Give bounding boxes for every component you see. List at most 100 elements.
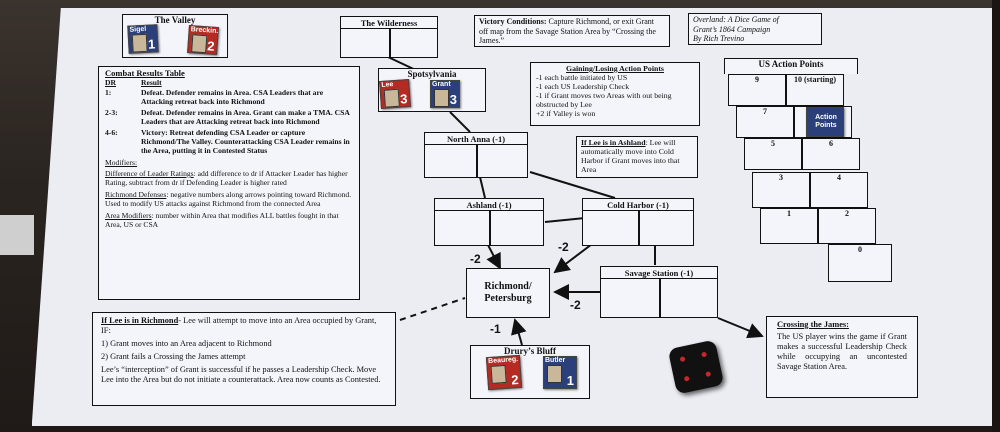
counter-name: Grant — [432, 81, 451, 88]
crossing-text: The US player wins the game if Grant mak… — [777, 332, 907, 371]
area-name: Richmond/ Petersburg — [484, 281, 532, 304]
action-points-marker[interactable]: Action Points — [806, 107, 844, 137]
ap-space-4[interactable]: 4 — [810, 172, 868, 208]
victory-text: Capture Richmond, or exit Grant off map … — [479, 17, 656, 46]
game-author: By Rich Trevino — [693, 34, 745, 44]
table-edge — [992, 0, 1000, 432]
modifier-text: : number within Area that modifies ALL b… — [105, 211, 339, 229]
modifier-text: : negative numbers along arrows pointing… — [105, 190, 352, 208]
modifier-richmond-defenses: Richmond Defenses: negative numbers alon… — [105, 190, 353, 208]
die-pip — [701, 351, 708, 358]
leader-portrait-icon — [191, 34, 208, 54]
defense-savage-station-label: -2 — [570, 298, 581, 312]
crt-row-dr: 4-6: — [105, 128, 118, 137]
game-title-line1: Overland: A Dice Game of — [693, 15, 779, 24]
crt-row: 2-3: Defeat. Defender remains in Area. G… — [105, 108, 353, 126]
modifiers-title: Modifiers: — [105, 158, 138, 167]
game-title-box: Overland: A Dice Game of Grant’s 1864 Ca… — [688, 13, 822, 45]
counter-rating: 2 — [510, 372, 520, 388]
counter-butler[interactable]: Butler 1 — [543, 356, 577, 389]
defense-drurys-bluff-label: -1 — [490, 322, 501, 336]
area-ashland[interactable]: Ashland (-1) — [434, 198, 544, 246]
counter-rating: 2 — [206, 38, 216, 54]
crt-row: 1: Defeat. Defender remains in Area. CSA… — [105, 88, 353, 106]
six-sided-die[interactable] — [667, 339, 725, 395]
area-name: The Wilderness — [340, 16, 438, 29]
ap-rule-item: -1 each US Leadership Check — [536, 82, 630, 91]
crt-dr-header: DR — [105, 78, 116, 87]
area-the-wilderness[interactable]: The Wilderness — [340, 16, 438, 58]
lee-richmond-intro: If Lee is in Richmond- Lee will attempt … — [101, 316, 387, 336]
crossing-the-james: Crossing the James: The US player wins t… — [766, 316, 918, 398]
ap-space-value: 2 — [845, 209, 849, 218]
ap-space-value: 0 — [858, 245, 862, 254]
ap-space-value: 7 — [763, 107, 767, 116]
ap-space-value: 6 — [829, 139, 833, 148]
ap-rule-item: +2 if Valley is won — [536, 109, 596, 118]
victory-conditions: Victory Conditions: Capture Richmond, or… — [474, 15, 670, 47]
counter-name: Sigel — [129, 25, 147, 34]
ashland-rule: If Lee is in Ashland: Lee will automatic… — [576, 136, 698, 178]
counter-name: Lee — [381, 81, 394, 89]
counter-rating: 1 — [147, 36, 156, 52]
ap-space-10[interactable]: 10 (starting) — [786, 74, 844, 106]
ap-space-value: 5 — [771, 139, 775, 148]
us-action-points-track: US Action Points — [724, 58, 858, 74]
lee-richmond-label: If Lee is in Richmond — [101, 316, 179, 325]
ap-space-2[interactable]: 2 — [818, 208, 876, 244]
ap-space-value: 4 — [837, 173, 841, 182]
area-name: Spotsylvania — [407, 69, 457, 79]
area-cold-harbor[interactable]: Cold Harbor (-1) — [582, 198, 694, 246]
ap-space-6[interactable]: 6 — [802, 138, 860, 170]
crt-result-header: Result — [141, 78, 162, 87]
ap-rule-item: -1 each battle initiated by US — [536, 73, 628, 82]
die-pip — [705, 371, 712, 378]
ap-track-title: US Action Points — [758, 59, 824, 69]
game-title-line2: Grant’s 1864 Campaign — [693, 24, 771, 34]
lee-richmond-outro: Lee’s “interception” of Grant is success… — [101, 365, 381, 384]
counter-sigel[interactable]: Sigel 1 — [127, 24, 159, 54]
counter-rating: 3 — [449, 92, 457, 107]
area-boxes — [340, 28, 438, 58]
defense-ashland-label: -2 — [470, 252, 481, 266]
area-boxes — [424, 144, 528, 178]
counter-grant[interactable]: Grant 3 — [430, 80, 460, 108]
crt-row-result: Victory: Retreat defending CSA Leader or… — [141, 128, 350, 155]
ap-space-3[interactable]: 3 — [752, 172, 810, 208]
counter-rating: 3 — [399, 91, 408, 107]
area-richmond-petersburg[interactable]: Richmond/ Petersburg — [466, 268, 550, 318]
leader-portrait-icon — [383, 88, 400, 108]
ap-rules-title: Gaining/Losing Action Points — [566, 64, 664, 73]
area-boxes — [582, 210, 694, 246]
counter-lee[interactable]: Lee 3 — [379, 78, 411, 110]
ap-space-value: 9 — [755, 75, 759, 84]
area-north-anna[interactable]: North Anna (-1) — [424, 132, 528, 178]
marker-label: Action Points — [815, 114, 837, 129]
area-name: North Anna (-1) — [424, 132, 528, 145]
area-savage-station[interactable]: Savage Station (-1) — [600, 266, 718, 318]
leader-portrait-icon — [547, 365, 562, 383]
ap-space-5[interactable]: 5 — [744, 138, 802, 170]
die-pip — [683, 375, 690, 382]
ap-space-value: 3 — [779, 173, 783, 182]
modifier-title: Area Modifiers — [105, 211, 152, 220]
crt-row-result: Defeat. Defender remains in Area. CSA Le… — [141, 88, 324, 106]
die-pip — [679, 356, 686, 363]
counter-beauregard[interactable]: Beaureg. 2 — [485, 354, 523, 391]
area-name: Savage Station (-1) — [600, 266, 718, 279]
ap-space-1[interactable]: 1 — [760, 208, 818, 244]
counter-breckinridge[interactable]: Breckin. 2 — [187, 24, 219, 56]
counter-name: Beaureg. — [487, 355, 519, 366]
crt-row-dr: 1: — [105, 88, 112, 97]
ap-space-7[interactable]: 7 — [736, 106, 794, 138]
ap-rule-item: -1 if Grant moves two Areas with out bei… — [536, 91, 672, 109]
defense-cold-harbor-label: -2 — [558, 240, 569, 254]
lee-in-richmond-rule: If Lee is in Richmond- Lee will attempt … — [92, 312, 396, 406]
ap-space-0[interactable]: 0 — [828, 244, 892, 282]
ashland-rule-label: If Lee is in Ashland — [581, 138, 646, 147]
ap-space-9[interactable]: 9 — [728, 74, 786, 106]
lee-richmond-intro-text: - Lee will attempt to move into an Area … — [101, 316, 377, 335]
action-points-rules: Gaining/Losing Action Points -1 each bat… — [530, 62, 700, 126]
ap-space-value: 10 (starting) — [794, 75, 836, 84]
leader-portrait-icon — [131, 33, 148, 53]
